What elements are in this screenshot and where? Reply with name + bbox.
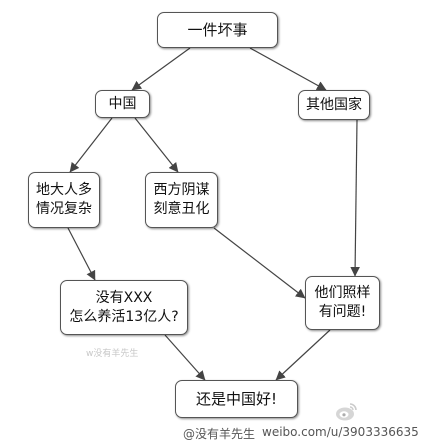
arrow-china-to-western-plot	[134, 117, 179, 173]
author-watermark: @没有羊先生	[183, 427, 256, 441]
node-they-also: 他们照样 有问题!	[305, 276, 380, 330]
node-western-plot: 西方阴谋 刻意丑化	[145, 172, 218, 228]
arrow-other-countries-to-they-also	[350, 119, 360, 277]
arrow-big-country-to-without-xxx	[67, 227, 96, 281]
arrow-without-xxx-to-conclusion	[164, 334, 206, 381]
arrow-western-plot-to-they-also	[213, 227, 306, 299]
node-western-plot-line-1: 西方阴谋	[153, 182, 210, 199]
arrow-they-also-to-conclusion	[275, 329, 331, 381]
url-watermark: weibo.com/u/3903336635	[262, 425, 419, 439]
center-watermark: w没有羊先生	[86, 349, 139, 359]
node-without-xxx-line-1: 没有XXX	[95, 289, 153, 306]
node-other-countries: 其他国家	[298, 90, 370, 120]
node-china: 中国	[95, 90, 150, 118]
node-other-countries-label: 其他国家	[306, 96, 362, 113]
node-conclusion-label: 还是中国好!	[195, 389, 277, 408]
arrow-china-to-big-country	[69, 117, 113, 173]
node-big-country-line-1: 地大人多	[36, 182, 92, 199]
node-they-also-line-1: 他们照样	[314, 285, 371, 302]
node-conclusion: 还是中国好!	[175, 380, 298, 418]
node-bad-thing-label: 一件坏事	[187, 20, 248, 39]
node-big-country: 地大人多 情况复杂	[28, 172, 100, 228]
node-without-xxx-line-2: 怎么养活13亿人?	[69, 308, 179, 325]
node-big-country-line-2: 情况复杂	[36, 201, 92, 217]
node-without-xxx: 没有XXX 怎么养活13亿人?	[60, 280, 188, 335]
node-china-label: 中国	[108, 95, 137, 112]
arrow-bad-thing-to-other-countries	[249, 47, 327, 91]
weibo-logo-icon	[336, 403, 357, 421]
arrow-bad-thing-to-china	[131, 47, 191, 91]
node-they-also-line-2: 有问题!	[318, 304, 367, 320]
node-bad-thing: 一件坏事	[157, 12, 278, 48]
node-western-plot-line-2: 刻意丑化	[153, 201, 210, 217]
